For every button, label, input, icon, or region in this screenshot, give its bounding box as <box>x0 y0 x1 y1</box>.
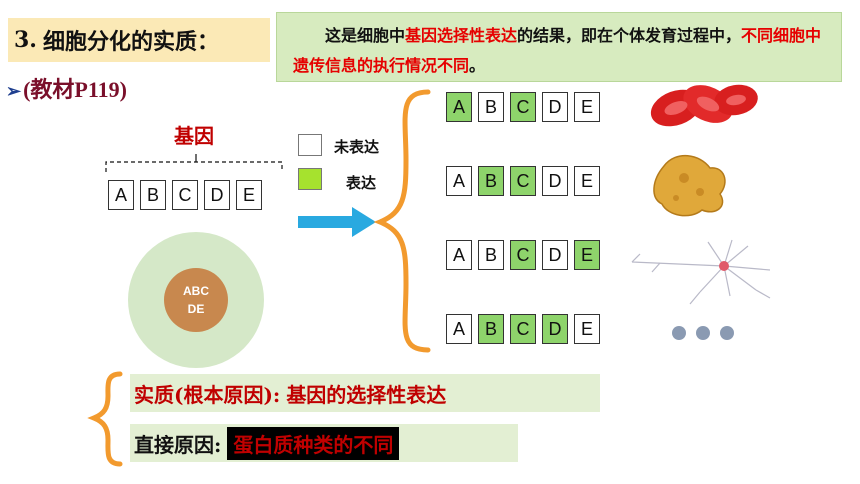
essence-row: 实质(根本原因): 基因的选择性表达 <box>130 374 600 412</box>
textbook-reference: ➢(教材P119) <box>6 72 127 104</box>
bullet-arrow-icon: ➢ <box>6 81 22 101</box>
note-part3: 。 <box>469 56 486 75</box>
expression-row-1: A B C D E <box>446 92 600 122</box>
legend-expressed-swatch <box>298 168 322 190</box>
gene-cell: B <box>140 180 166 210</box>
gene-cell: C <box>510 314 536 344</box>
note-part1: 这是细胞中 <box>325 26 406 45</box>
gene-cell: E <box>574 92 600 122</box>
essence-label: 实质(根本原因): <box>134 382 281 407</box>
ellipsis-dot-icon <box>720 326 734 340</box>
gene-cell: D <box>204 180 230 210</box>
section-title: 3. 细胞分化的实质： <box>8 18 270 62</box>
gene-cell: E <box>236 180 262 210</box>
direct-cause-row: 直接原因: 蛋白质种类的不同 <box>130 424 518 462</box>
expression-row-3: A B C D E <box>446 240 600 270</box>
textbook-reference-text: (教材P119) <box>23 77 127 102</box>
note-highlight1: 基因选择性表达 <box>405 26 518 45</box>
gene-cell: E <box>574 240 600 270</box>
legend-unexpressed-swatch <box>298 134 322 156</box>
gene-cell: B <box>478 166 504 196</box>
neuron-body-icon <box>719 261 729 271</box>
nucleus-line2: DE <box>187 302 205 316</box>
gene-cell: A <box>446 166 472 196</box>
irregular-cell-icon <box>653 155 726 217</box>
gene-cell: A <box>446 240 472 270</box>
gene-cell: B <box>478 92 504 122</box>
gene-cell: D <box>542 92 568 122</box>
gene-cell: A <box>446 314 472 344</box>
arrow-icon <box>298 207 376 237</box>
neuron-icon <box>631 239 771 305</box>
direct-cause-label: 直接原因: <box>134 432 222 457</box>
gene-bracket <box>105 154 283 172</box>
gene-cell: A <box>446 92 472 122</box>
gene-cell: D <box>542 240 568 270</box>
orange-brace <box>373 89 431 353</box>
explanation-note: 这是细胞中基因选择性表达的结果，即在个体发育过程中，不同细胞中遗传信息的执行情况… <box>276 12 842 82</box>
gene-cell: E <box>574 314 600 344</box>
expression-row-4: A B C D E <box>446 314 600 344</box>
red-blood-cell-icon <box>650 84 758 127</box>
nucleus-line1: ABC <box>183 284 209 298</box>
direct-cause-value: 蛋白质种类的不同 <box>227 426 400 460</box>
note-part2: 的结果，即在个体发育过程中， <box>517 26 742 45</box>
gene-cell: C <box>510 92 536 122</box>
gene-cell: D <box>542 314 568 344</box>
more-cells-indicator <box>672 326 734 340</box>
gene-cell: A <box>108 180 134 210</box>
ellipsis-dot-icon <box>696 326 710 340</box>
nucleus: ABC DE <box>164 268 228 332</box>
expression-row-2: A B C D E <box>446 166 600 196</box>
original-gene-row: A B C D E <box>108 180 262 210</box>
section-number: 3. <box>14 27 37 53</box>
gene-cell: B <box>478 314 504 344</box>
gene-cell: D <box>542 166 568 196</box>
summary-brace <box>87 371 123 467</box>
note-highlight2: 不同细胞中遗传信息的执行情况不同 <box>293 26 822 75</box>
gene-cell: C <box>172 180 198 210</box>
gene-cell: E <box>574 166 600 196</box>
gene-cell: C <box>510 166 536 196</box>
section-title-text: 细胞分化的实质： <box>42 29 219 55</box>
gene-cell: C <box>510 240 536 270</box>
gene-label: 基因 <box>174 124 214 148</box>
gene-cell: B <box>478 240 504 270</box>
ellipsis-dot-icon <box>672 326 686 340</box>
legend-unexpressed-label: 未表达 <box>334 138 380 156</box>
legend-expressed-label: 表达 <box>346 174 377 192</box>
essence-value: 基因的选择性表达 <box>286 382 447 407</box>
